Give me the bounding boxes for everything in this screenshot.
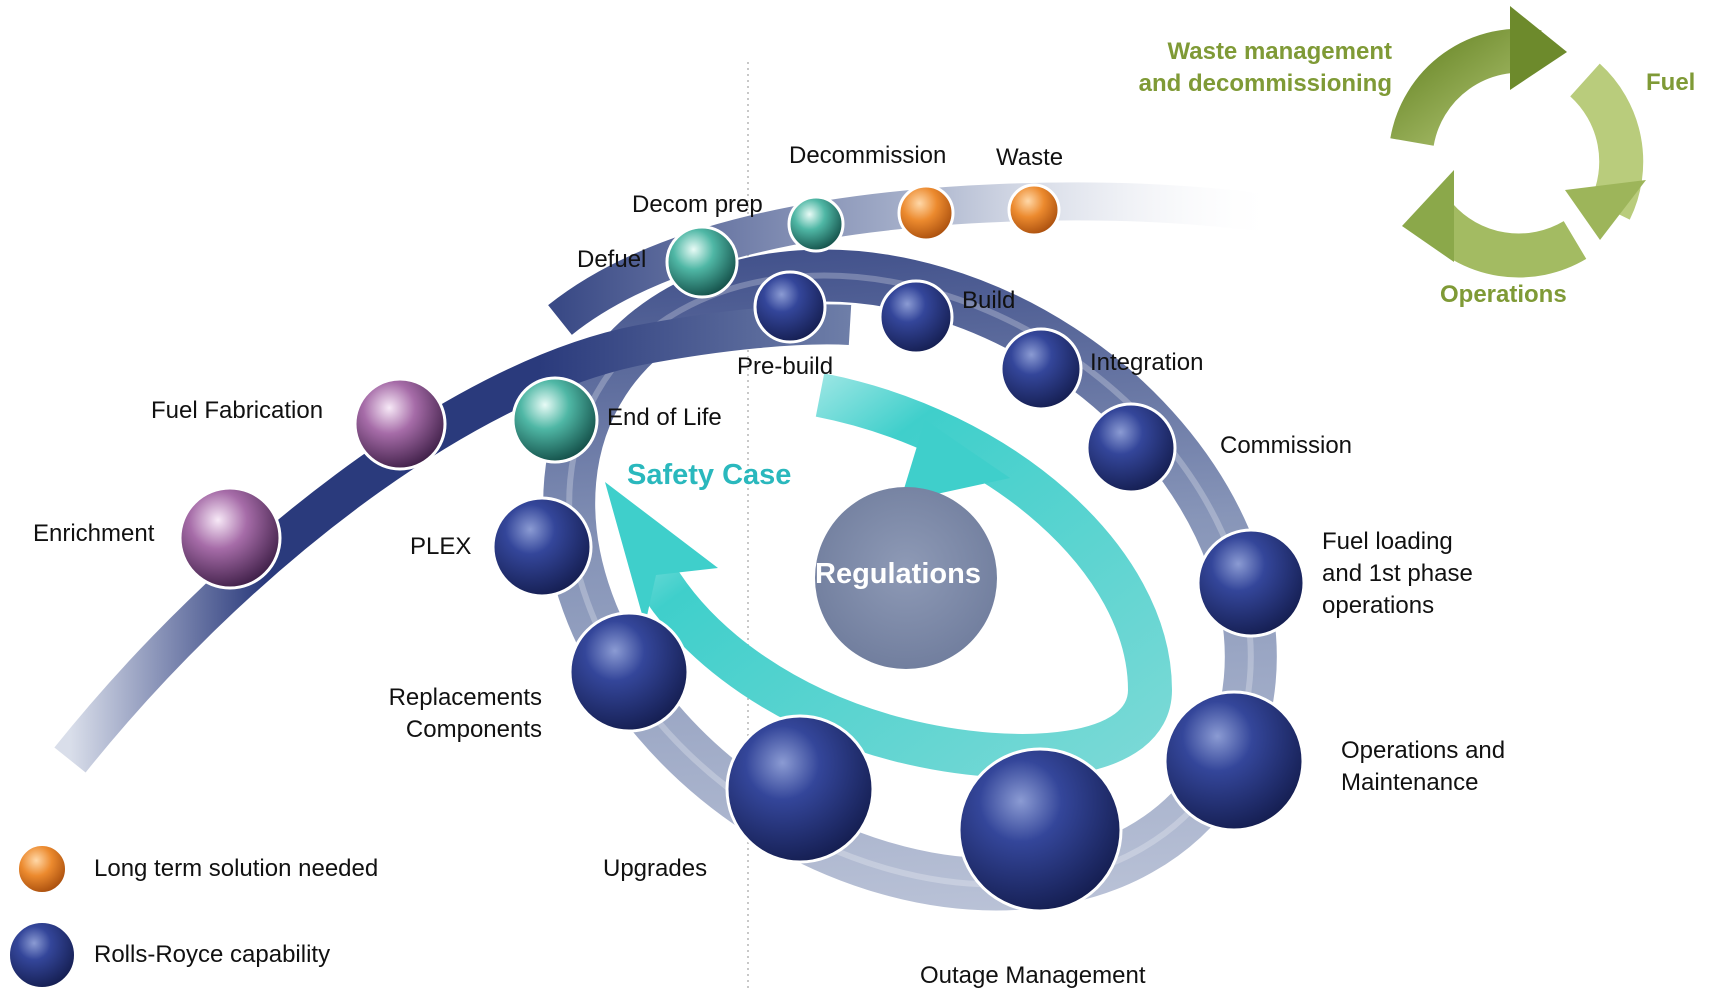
legend-rolls-royce-label: Rolls-Royce capability (94, 941, 331, 968)
regulations-label: Regulations (815, 558, 981, 590)
safety-case-arrowhead-right (900, 420, 1010, 502)
pre-build-label: Pre-build (737, 353, 834, 380)
integration-sphere (999, 327, 1083, 411)
operations-maintenance-sphere (1163, 690, 1305, 832)
waste-management-label: Waste management and decommissioning (1138, 38, 1392, 97)
build-sphere (878, 279, 954, 355)
fuel-cycle-label: Fuel (1646, 69, 1696, 96)
legend-orange-sphere (17, 844, 67, 894)
fuel-loading-sphere (1196, 528, 1306, 638)
cycle-arrowhead-bottom (1402, 170, 1454, 262)
replacements-label: Replacements Components (388, 684, 542, 743)
legend-long-term-label: Long term solution needed (94, 855, 379, 882)
upgrades-label: Upgrades (603, 855, 708, 882)
integration-label: Integration (1090, 349, 1204, 376)
outage-management-sphere (957, 747, 1123, 913)
decom-prep-label: Decom prep (632, 191, 763, 218)
fuel-fabrication-sphere (353, 377, 447, 471)
end-of-life-sphere (511, 376, 599, 464)
waste-label: Waste (996, 144, 1064, 171)
waste-sphere (1007, 183, 1061, 237)
fuel-fabrication-label: Fuel Fabrication (151, 397, 324, 424)
enrichment-label: Enrichment (33, 520, 155, 547)
safety-case-arrow (605, 373, 1173, 778)
commission-label: Commission (1220, 432, 1353, 459)
fuel-chain-upper-ribbon (548, 182, 1283, 335)
enrichment-sphere (178, 486, 282, 590)
cycle-arrowhead-right (1565, 180, 1646, 240)
safety-case-label: Safety Case (627, 459, 792, 491)
defuel-sphere (665, 225, 739, 299)
build-label: Build (962, 287, 1016, 314)
upgrades-sphere (725, 714, 875, 864)
regulations-circle (815, 487, 997, 669)
safety-case-arrowhead-left (605, 482, 718, 625)
commission-sphere (1085, 402, 1177, 494)
fuel-loading-label: Fuel loading and 1st phase operations (1322, 528, 1473, 619)
end-of-life-label: End of Life (607, 404, 722, 431)
plex-sphere (491, 496, 593, 598)
defuel-label: Defuel (577, 246, 647, 273)
decommission-label: Decommission (789, 142, 947, 169)
fuel-chain-spheres (178, 183, 1061, 590)
cycle-arrowhead-top (1510, 6, 1567, 90)
plex-label: PLEX (410, 533, 472, 560)
outage-management-label: Outage Management (920, 962, 1146, 989)
lifecycle-spheres (491, 270, 1306, 913)
replacements-sphere (568, 611, 690, 733)
pre-build-sphere (753, 270, 827, 344)
operations-cycle-label: Operations (1440, 281, 1567, 308)
decommission-sphere (897, 184, 955, 242)
operations-maintenance-label: Operations and Maintenance (1341, 737, 1506, 796)
fuel-cycle-arrows (1390, 6, 1646, 278)
decom-prep-sphere (787, 195, 845, 253)
legend-navy-sphere (8, 921, 76, 988)
